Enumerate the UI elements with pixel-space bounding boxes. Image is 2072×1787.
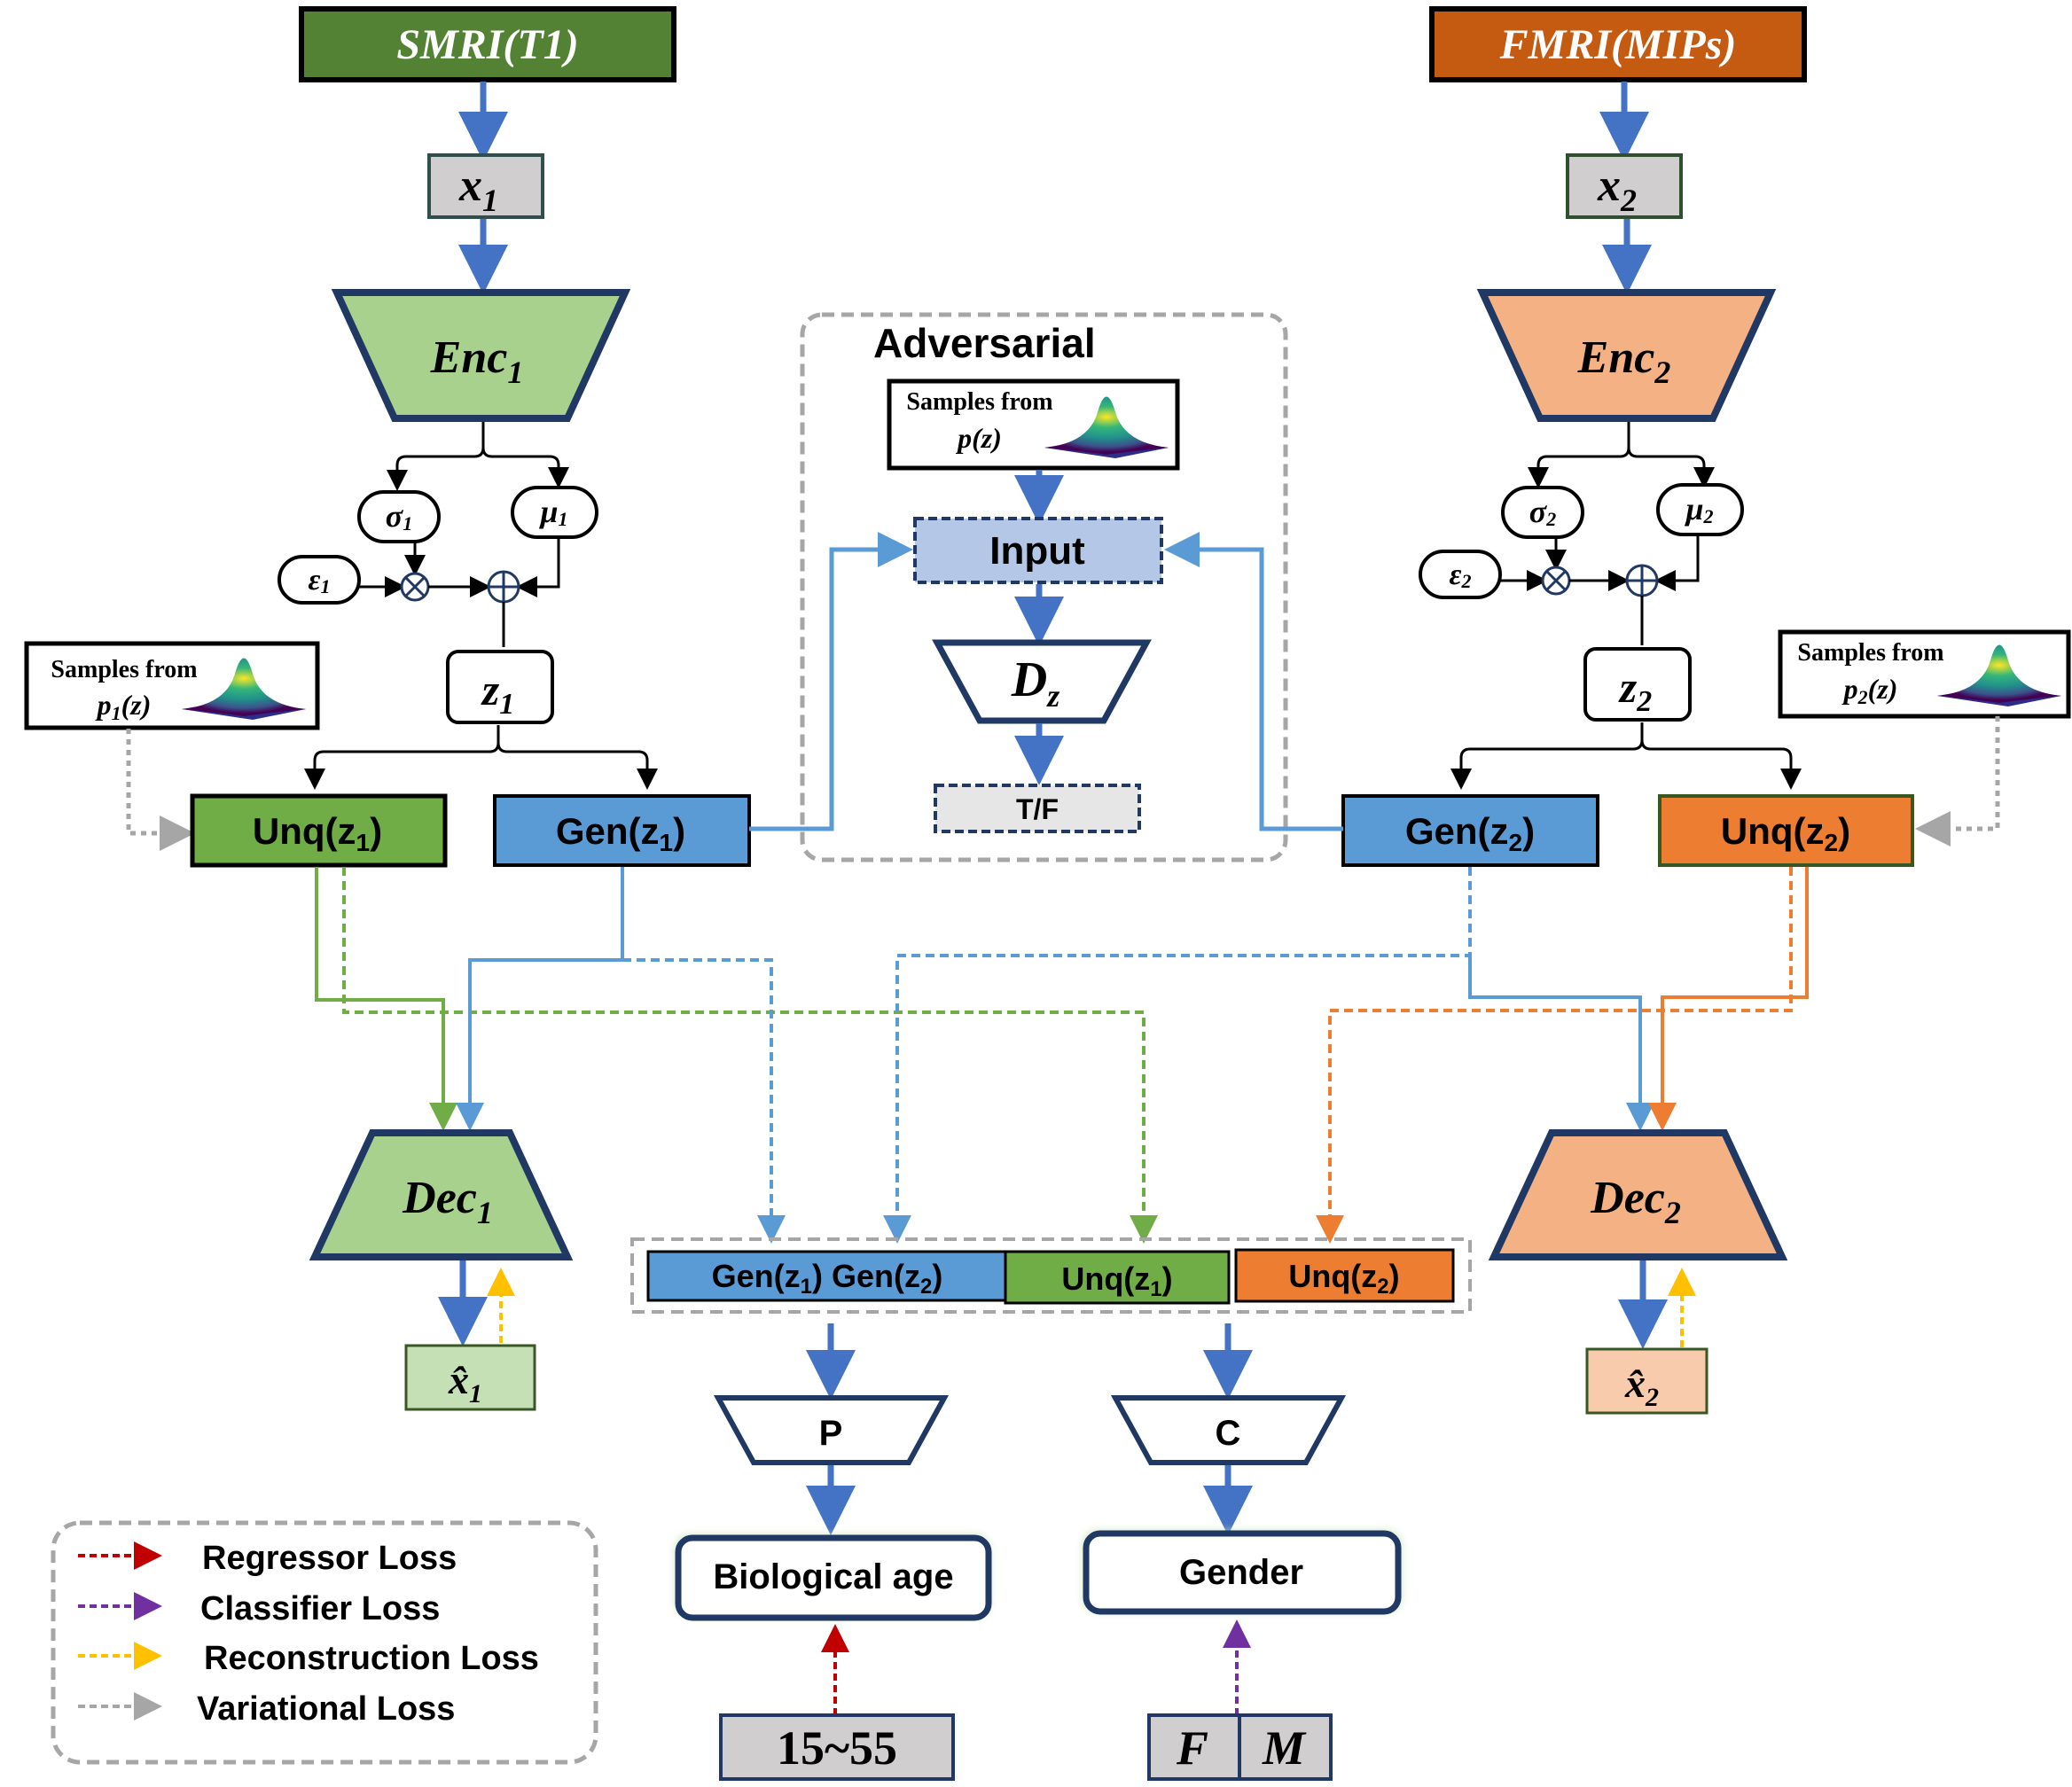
xhat1-box <box>404 1344 536 1411</box>
tf-output-label: T/F <box>1016 793 1059 825</box>
fmri-label: FMRI(MIPs) <box>1499 21 1737 68</box>
concat-unq1-label: Unq(z1) <box>1061 1260 1172 1301</box>
unq-z1-block <box>190 793 448 868</box>
adversarial-module: Adversarial Samples from p(z) Input Dz T… <box>749 312 1343 862</box>
classifier-head: C Gender F M <box>1082 1323 1403 1781</box>
eps2-label: ε2 <box>1450 558 1472 592</box>
smri-input-box <box>299 6 676 82</box>
female-box <box>1147 1713 1241 1781</box>
sigma2-node <box>1501 486 1584 539</box>
legend: Regressor Loss Classifier Loss Reconstru… <box>51 1520 598 1765</box>
unq-z2-label: Unq(z2) <box>1721 810 1850 856</box>
decoder2 <box>1488 1129 1788 1260</box>
x1-box <box>427 153 544 219</box>
legend-classifier: Classifier Loss <box>200 1590 440 1627</box>
legend-reconstruction: Reconstruction Loss <box>204 1640 539 1677</box>
gaussian-icon-p1 <box>182 658 306 720</box>
adversarial-frame <box>800 312 1288 862</box>
xhat1-label: x̂1 <box>448 1357 482 1409</box>
eps1-label: ε1 <box>309 564 331 597</box>
gen-z2-label: Gen(z2) <box>1405 810 1535 856</box>
concat-vector: Gen(z1) Gen(z2) Unq(z1) Unq(z2) <box>630 1237 1472 1314</box>
discriminator <box>932 639 1152 724</box>
z2-node <box>1583 647 1692 722</box>
mu2-node <box>1656 483 1744 536</box>
samples-p2-line2: p2(z) <box>1841 673 1898 708</box>
connection-lines <box>315 867 1809 1244</box>
eps1-node <box>278 555 361 605</box>
bio-age-box <box>675 1534 992 1621</box>
samples-p1-line2: p1(z) <box>95 689 152 724</box>
smri-label: SMRI(T1) <box>396 21 578 68</box>
unq-z2-block <box>1658 794 1914 867</box>
samples-p2-line1: Samples from <box>1797 639 1943 667</box>
z1-label: z1 <box>481 665 514 721</box>
age-range-label: 15~55 <box>777 1721 897 1775</box>
tf-output-box <box>934 784 1141 833</box>
legend-regressor: Regressor Loss <box>202 1540 457 1577</box>
sigma2-label: σ2 <box>1529 494 1556 530</box>
regressor-p-label: P <box>819 1414 843 1453</box>
male-label: M <box>1262 1721 1307 1775</box>
legend-variational: Variational Loss <box>197 1690 455 1728</box>
encoder2 <box>1476 289 1777 422</box>
gen-z2-block <box>1341 794 1599 867</box>
x2-box <box>1566 153 1683 219</box>
decoder1-group: Dec1 x̂1 <box>309 1129 574 1411</box>
discriminator-label: Dz <box>1011 652 1059 714</box>
encoder1-label: Enc1 <box>430 332 524 390</box>
mu1-label: μ1 <box>538 494 567 530</box>
samples-pz-line2: p(z) <box>955 422 1002 454</box>
xhat2-box <box>1585 1347 1708 1415</box>
z1-node <box>446 650 554 724</box>
decoder2-label: Dec2 <box>1590 1173 1681 1230</box>
encoder1 <box>331 289 631 422</box>
mu2-label: μ2 <box>1684 491 1713 527</box>
xhat2-label: x̂2 <box>1624 1361 1659 1412</box>
samples-pz-line1: Samples from <box>906 388 1052 416</box>
sigma1-node <box>357 490 441 543</box>
concat-unq1-segment <box>1004 1250 1231 1305</box>
disc-input-box <box>913 517 1163 584</box>
fmri-input-box <box>1429 6 1807 82</box>
x2-label: x2 <box>1597 160 1637 218</box>
decoder2-group: Dec2 x̂2 <box>1488 1129 1788 1415</box>
male-box <box>1238 1713 1333 1781</box>
female-label: F <box>1176 1721 1208 1775</box>
adversarial-title: Adversarial <box>873 320 1096 366</box>
decoder1-label: Dec1 <box>402 1173 493 1230</box>
unq-z1-label: Unq(z1) <box>253 810 382 856</box>
decoder1 <box>309 1129 574 1260</box>
fmri-branch: FMRI(MIPs) x2 Enc2 σ2 μ2 ε2 z2 Samples f… <box>1341 6 2071 867</box>
concat-gen-segment <box>646 1250 1009 1302</box>
eps2-node <box>1419 550 1502 599</box>
x1-label: x1 <box>458 160 498 218</box>
gaussian-icon-pz <box>1044 396 1169 458</box>
legend-frame <box>51 1520 598 1765</box>
concat-unq2-label: Unq(z2) <box>1288 1258 1399 1299</box>
smri-branch: SMRI(T1) x1 Enc1 σ1 μ1 ε1 z1 Sample <box>24 6 751 868</box>
z2-label: z2 <box>1618 662 1652 718</box>
samples-pz-box <box>887 378 1180 471</box>
gender-box <box>1083 1530 1402 1615</box>
samples-p1-line1: Samples from <box>51 656 197 683</box>
gen-z1-label: Gen(z1) <box>556 810 685 856</box>
classifier-c-label: C <box>1216 1414 1241 1453</box>
concat-frame <box>630 1237 1472 1314</box>
regressor-head: P Biological age 15~55 <box>674 1323 992 1781</box>
bio-age-label: Biological age <box>713 1557 953 1596</box>
sigma1-label: σ1 <box>386 498 412 535</box>
gaussian-icon-p2 <box>1937 644 2061 706</box>
classifier-c <box>1110 1395 1347 1465</box>
regressor-p <box>713 1395 950 1465</box>
encoder2-label: Enc2 <box>1577 332 1671 390</box>
age-range-box <box>719 1713 955 1781</box>
gender-label: Gender <box>1179 1553 1303 1592</box>
concat-unq2-segment <box>1234 1248 1455 1303</box>
mu1-node <box>511 486 598 539</box>
concat-gen-label: Gen(z1) Gen(z2) <box>712 1258 943 1299</box>
disc-input-label: Input <box>989 529 1085 573</box>
